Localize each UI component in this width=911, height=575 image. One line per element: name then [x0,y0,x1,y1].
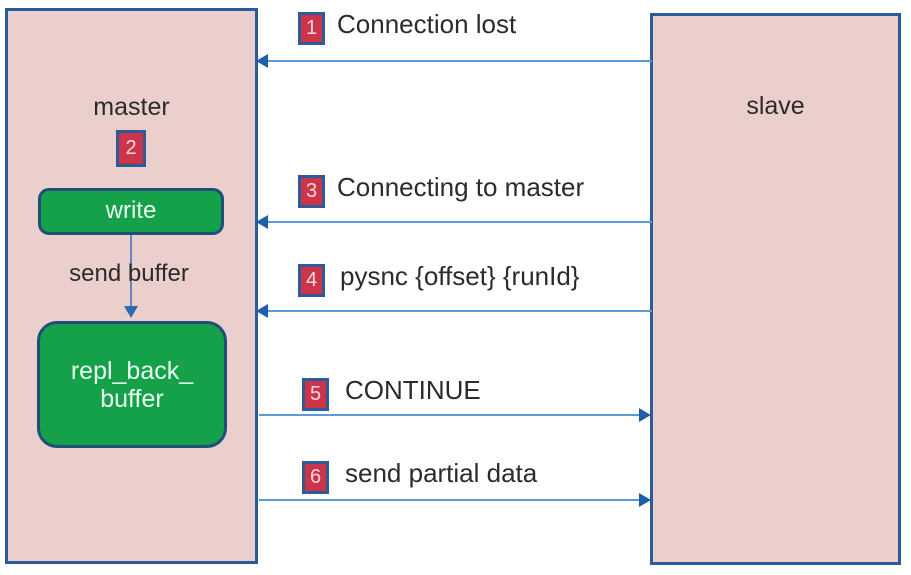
step-badge-6: 6 [302,461,329,494]
message-arrowhead-left-4-icon [256,304,268,318]
repl-back-buffer-line2: buffer [100,384,164,413]
message-arrowhead-left-1-icon [256,54,268,68]
message-arrowhead-right-5-icon [639,408,651,422]
process-box-write: write [38,188,224,235]
repl-back-buffer-line1: repl_back_ [70,356,194,385]
message-arrowhead-left-3-icon [256,215,268,229]
actor-label-slave: slave [746,92,805,120]
actor-label-master: master [93,93,170,121]
send-buffer-arrow-line [130,235,132,309]
message-line-1 [266,60,652,62]
step-badge-2: 2 [116,130,146,167]
message-label-3: Connecting to master [337,172,585,202]
message-line-3 [266,221,652,223]
step-badge-4: 4 [298,264,325,297]
message-label-4: pysnc {offset} {runId} [340,261,580,291]
message-line-6 [259,499,645,501]
step-badge-3: 3 [298,175,325,208]
process-box-repl-back-buffer: repl_back_ buffer [37,321,227,448]
message-line-5 [259,414,645,416]
message-label-1: Connection lost [337,9,517,39]
step-badge-1: 1 [298,12,325,45]
message-line-4 [266,310,652,312]
message-label-5: CONTINUE [345,375,481,405]
actor-box-slave: slave [650,13,901,565]
step-badge-5: 5 [302,378,329,411]
send-buffer-label: send buffer [69,260,189,287]
message-label-6: send partial data [345,458,538,488]
message-arrowhead-right-6-icon [639,493,651,507]
send-buffer-arrowhead-icon [124,306,138,318]
